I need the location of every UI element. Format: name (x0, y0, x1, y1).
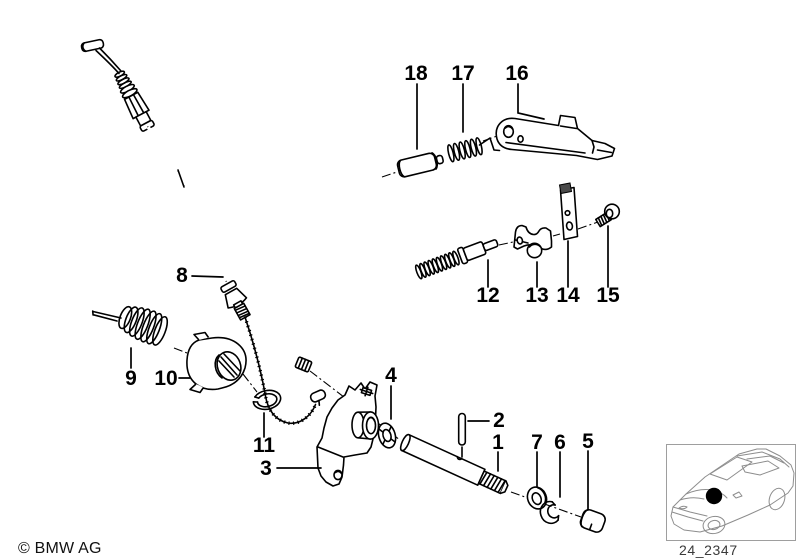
part-10-grommet-drawing (186, 331, 247, 394)
leader-lines (130, 83, 609, 511)
part-12-selector-rod-drawing (294, 239, 499, 373)
part-8-cable-drawing (80, 38, 327, 425)
part-labels: 18 17 16 8 12 13 14 15 9 10 4 2 11 3 1 7… (125, 62, 620, 480)
part-label-14: 14 (556, 284, 580, 307)
part-9-spring-drawing (91, 305, 169, 346)
copyright-text: © BMW AG (18, 540, 102, 557)
diagram-code-text: 24_2347 (679, 542, 738, 558)
part-label-18: 18 (404, 62, 428, 85)
part-label-15: 15 (596, 284, 620, 307)
part-label-10: 10 (154, 367, 177, 390)
car-silhouette (670, 448, 795, 535)
part-label-13: 13 (525, 284, 548, 307)
part-7-washer-drawing (526, 486, 548, 510)
part-label-9: 9 (125, 367, 137, 390)
cable-end-fitting (309, 389, 327, 407)
part-6-snap-ring-drawing (539, 500, 560, 525)
part-label-12: 12 (476, 284, 499, 307)
part-3-bracket-drawing (316, 381, 380, 487)
part-label-6: 6 (554, 431, 566, 454)
part-16-lever-drawing (495, 114, 616, 161)
part-5-cap-drawing (579, 508, 606, 533)
part-13-clamp-drawing (513, 224, 553, 259)
part-11-ring-drawing (252, 389, 282, 411)
part-label-7: 7 (531, 431, 543, 454)
part-1-shaft-drawing (399, 433, 509, 495)
part-2-pin-drawing (457, 412, 467, 446)
part-label-3: 3 (260, 457, 272, 480)
part-4-washer-drawing (377, 422, 397, 449)
part-17-spring-drawing (447, 137, 501, 163)
part-label-16: 16 (505, 62, 528, 85)
part-label-1: 1 (492, 431, 504, 454)
center-lines (173, 133, 599, 518)
part-label-11: 11 (253, 434, 276, 457)
part-label-5: 5 (582, 430, 594, 453)
part-14-plate-drawing (558, 182, 579, 241)
part-label-17: 17 (451, 62, 474, 85)
part-label-4: 4 (385, 364, 397, 387)
reference-box (666, 444, 796, 541)
part-18-sleeve-drawing (396, 152, 444, 178)
part-label-2: 2 (493, 409, 505, 432)
part-label-8: 8 (176, 264, 188, 287)
part-15-screw-drawing (594, 203, 621, 228)
location-highlight-dot (705, 487, 723, 505)
